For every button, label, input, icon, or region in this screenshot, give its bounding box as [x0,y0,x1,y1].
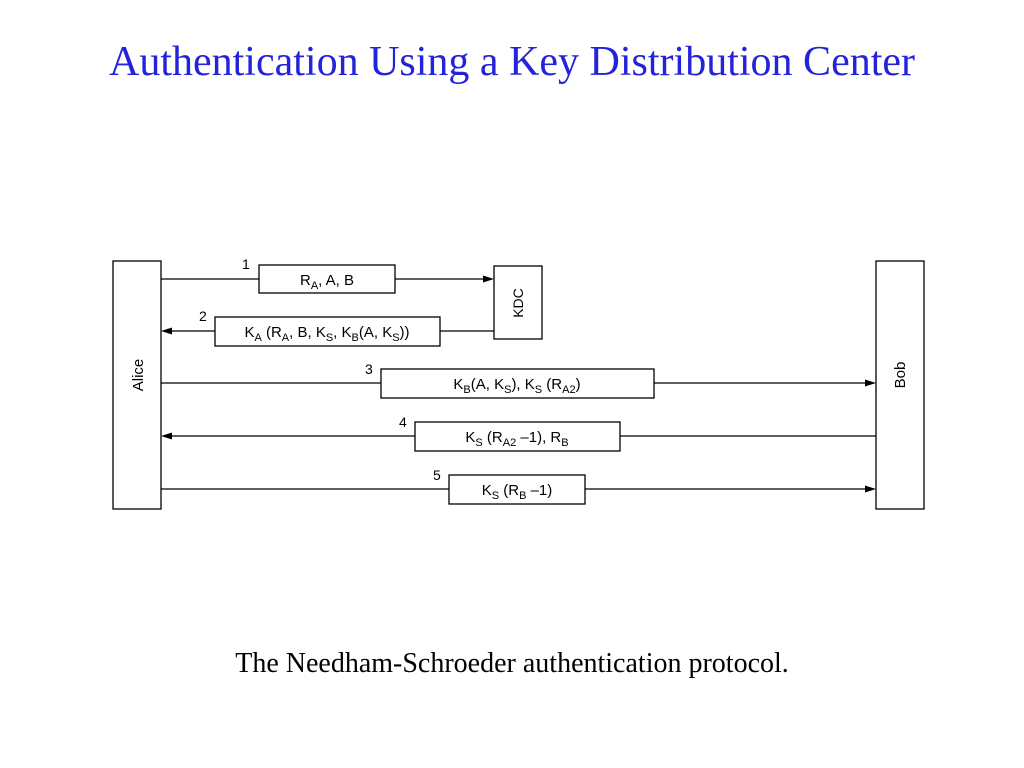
message-5-number: 5 [433,467,441,483]
message-3: 3 KB(A, KS), KS (RA2) [161,361,876,399]
figure-caption: The Needham-Schroeder authentication pro… [235,648,789,679]
arrow-right-icon [865,379,876,387]
arrow-left-icon [161,432,172,440]
kdc-box [493,265,543,340]
message-5: 5 KS (RB –1) [161,467,876,505]
message-1-content: RA, A, B [300,272,354,292]
message-3-box [380,368,655,399]
message-4-content: KS (RA2 –1), RB [465,429,568,449]
alice-label: Alice [130,359,147,392]
message-1: 1 RA, A, B [161,256,494,294]
message-4-number: 4 [399,414,407,430]
message-2-content: KA (RA, B, KS, KB(A, KS)) [244,324,409,344]
message-4-box [414,421,621,452]
arrow-right-icon [483,275,494,283]
message-5-box [448,474,586,505]
alice-box [112,260,162,510]
message-5-content: KS (RB –1) [482,482,553,502]
message-2-number: 2 [199,308,207,324]
message-4: 4 KS (RA2 –1), RB [161,414,876,452]
arrow-left-icon [161,327,172,335]
arrow-right-icon [865,485,876,493]
message-2-box [214,316,441,347]
message-1-number: 1 [242,256,250,272]
message-2: 2 KA (RA, B, KS, KB(A, KS)) [161,308,494,347]
message-3-content: KB(A, KS), KS (RA2) [453,376,580,396]
message-1-box [258,264,396,294]
page-title: Authentication Using a Key Distribution … [108,39,916,85]
bob-label: Bob [892,362,909,389]
kdc-label: KDC [510,288,526,318]
bob-box [875,260,925,510]
message-3-number: 3 [365,361,373,377]
